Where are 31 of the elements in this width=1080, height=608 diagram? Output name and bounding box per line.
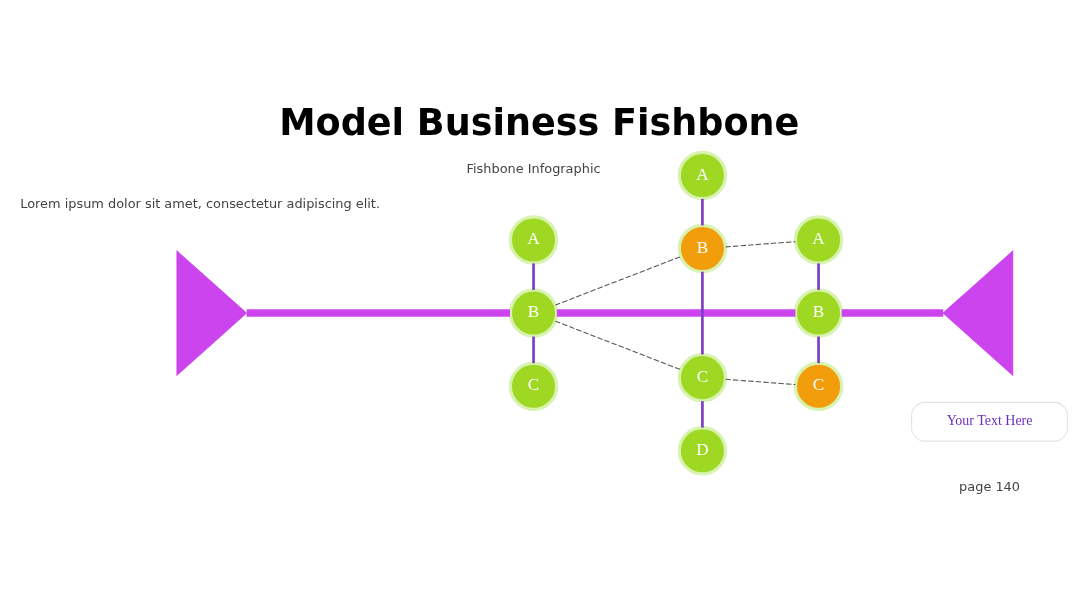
diagram-title: Model Business Fishbone [279, 100, 800, 144]
node-circle: C [793, 361, 844, 411]
label: Lorem ipsum dolor sit amet, consectetur adipiscing elit. [20, 195, 381, 211]
connector [554, 255, 681, 306]
connector [701, 400, 704, 428]
connector [532, 262, 535, 290]
connector [701, 198, 704, 225]
connector [841, 308, 944, 317]
connector [725, 240, 796, 247]
connector [817, 262, 820, 290]
node-circle: A [677, 150, 728, 200]
label: page 140 [959, 478, 1021, 494]
connector [246, 308, 511, 317]
node-circle: B [508, 287, 559, 338]
node-triangle [176, 249, 248, 376]
node-circle: D [677, 425, 728, 475]
node-circle: B [793, 287, 844, 338]
node-box: Your Text Here [911, 401, 1069, 442]
node-circle: C [677, 352, 728, 402]
node-circle: A [793, 214, 844, 265]
node-triangle [942, 249, 1014, 376]
connector [725, 378, 796, 385]
connector [817, 336, 820, 363]
connector [554, 320, 681, 370]
connector [532, 336, 535, 363]
node-circle: A [508, 214, 559, 265]
node-circle: C [508, 361, 559, 411]
label: Fishbone Infographic [466, 160, 601, 176]
connector [556, 308, 796, 317]
node-circle: B [677, 223, 728, 273]
connector [701, 271, 704, 354]
